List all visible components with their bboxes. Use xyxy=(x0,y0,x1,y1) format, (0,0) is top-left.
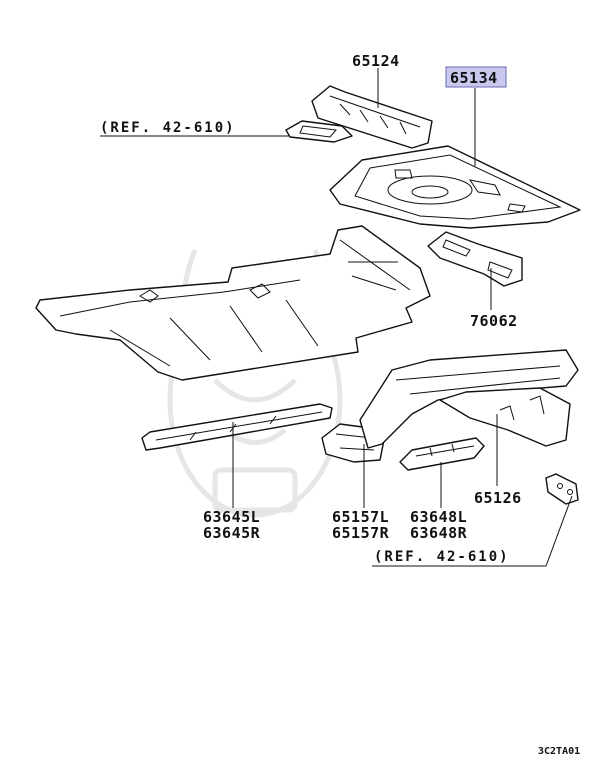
label-65126[interactable]: 65126 xyxy=(474,489,522,507)
label-65134[interactable]: 65134 xyxy=(450,69,498,87)
part-63648-shape xyxy=(399,437,485,471)
label-63645-right[interactable]: 63645R xyxy=(203,524,261,542)
label-65157-right[interactable]: 65157R xyxy=(332,524,390,542)
part-main-floor-shape xyxy=(35,225,431,381)
label-63645-left[interactable]: 63645L xyxy=(203,508,260,526)
label-ref-lower[interactable]: (REF. 42-610) xyxy=(374,549,510,565)
part-63645-shape xyxy=(141,403,333,451)
part-76062-shape xyxy=(427,231,523,287)
part-bracket-lower xyxy=(545,473,579,505)
part-65126-shape xyxy=(359,349,579,449)
label-63648-left[interactable]: 63648L xyxy=(410,508,467,526)
part-65124-shape xyxy=(311,85,433,149)
label-76062[interactable]: 76062 xyxy=(470,312,518,330)
label-ref-upper[interactable]: (REF. 42-610) xyxy=(100,120,236,136)
label-65124[interactable]: 65124 xyxy=(352,52,400,70)
part-65134-shape xyxy=(329,145,581,229)
diagram-code: 3C2TA01 xyxy=(538,746,580,757)
highlight-65134 xyxy=(445,66,507,88)
label-65157-left[interactable]: 65157L xyxy=(332,508,389,526)
leader-lines xyxy=(100,68,573,567)
part-bracket-upper xyxy=(285,120,353,143)
label-63648-right[interactable]: 63648R xyxy=(410,524,468,542)
